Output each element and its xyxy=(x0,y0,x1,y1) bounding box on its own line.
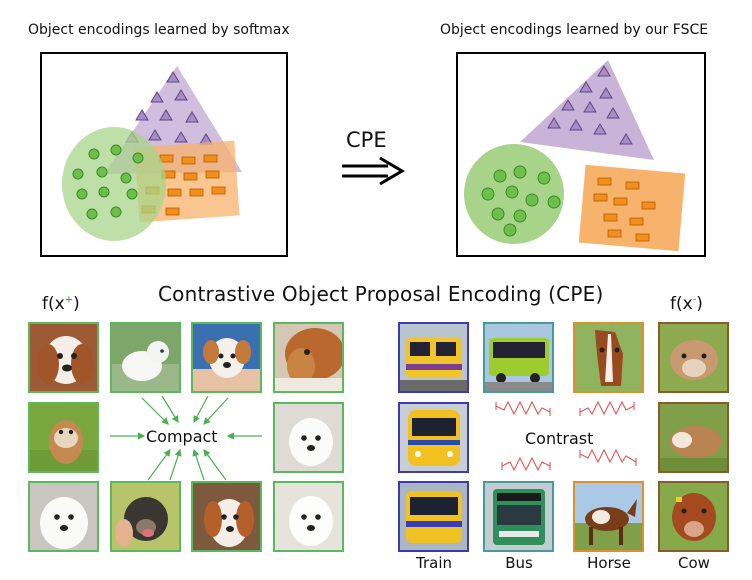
dog-image-tile xyxy=(28,322,99,393)
cow-image-tile xyxy=(658,322,729,393)
caption-train: Train xyxy=(416,554,452,572)
train-image-tile xyxy=(398,402,469,473)
train-image-tile xyxy=(398,322,469,393)
circle-markers xyxy=(72,144,144,220)
horse-image-tile xyxy=(573,322,644,393)
caption-cow: Cow xyxy=(678,554,710,572)
contrast-springs xyxy=(495,400,637,472)
positive-function-label: f(x+) xyxy=(42,294,80,314)
bus-image-tile xyxy=(483,481,554,552)
circle-class-region xyxy=(62,127,166,241)
bus-image-tile xyxy=(483,322,554,393)
dog-image-tile xyxy=(273,481,344,552)
left-panel-title: Object encodings learned by softmax xyxy=(28,22,290,38)
dog-image-tile xyxy=(28,481,99,552)
contrast-label: Contrast xyxy=(525,429,594,448)
triangle-markers xyxy=(547,65,633,145)
dog-image-tile xyxy=(191,322,262,393)
circle-markers xyxy=(481,165,561,237)
compact-arrows xyxy=(110,395,262,481)
compact-label: Compact xyxy=(146,427,218,446)
horse-image-tile xyxy=(573,481,644,552)
negative-function-label: f(x-) xyxy=(670,294,703,314)
dog-image-tile xyxy=(110,322,181,393)
dog-image-tile xyxy=(273,322,344,393)
dog-image-tile xyxy=(28,402,99,473)
cpe-arrow-label: CPE xyxy=(346,128,387,152)
rect-class-region xyxy=(578,164,686,252)
caption-bus: Bus xyxy=(505,554,533,572)
section-title: Contrastive Object Proposal Encoding (CP… xyxy=(158,282,604,306)
fsce-embedding-diagram xyxy=(464,60,686,252)
caption-horse: Horse xyxy=(587,554,631,572)
right-arrow-icon xyxy=(342,156,405,186)
softmax-embedding-panel xyxy=(40,52,288,257)
dog-image-tile xyxy=(110,481,181,552)
cow-image-tile xyxy=(658,481,729,552)
cow-image-tile xyxy=(658,402,729,473)
dog-image-tile xyxy=(273,402,344,473)
rect-markers xyxy=(593,177,656,242)
fsce-embedding-panel xyxy=(456,52,706,257)
right-panel-title: Object encodings learned by our FSCE xyxy=(440,22,709,38)
softmax-embedding-diagram xyxy=(62,66,242,241)
train-image-tile xyxy=(398,481,469,552)
dog-image-tile xyxy=(191,481,262,552)
